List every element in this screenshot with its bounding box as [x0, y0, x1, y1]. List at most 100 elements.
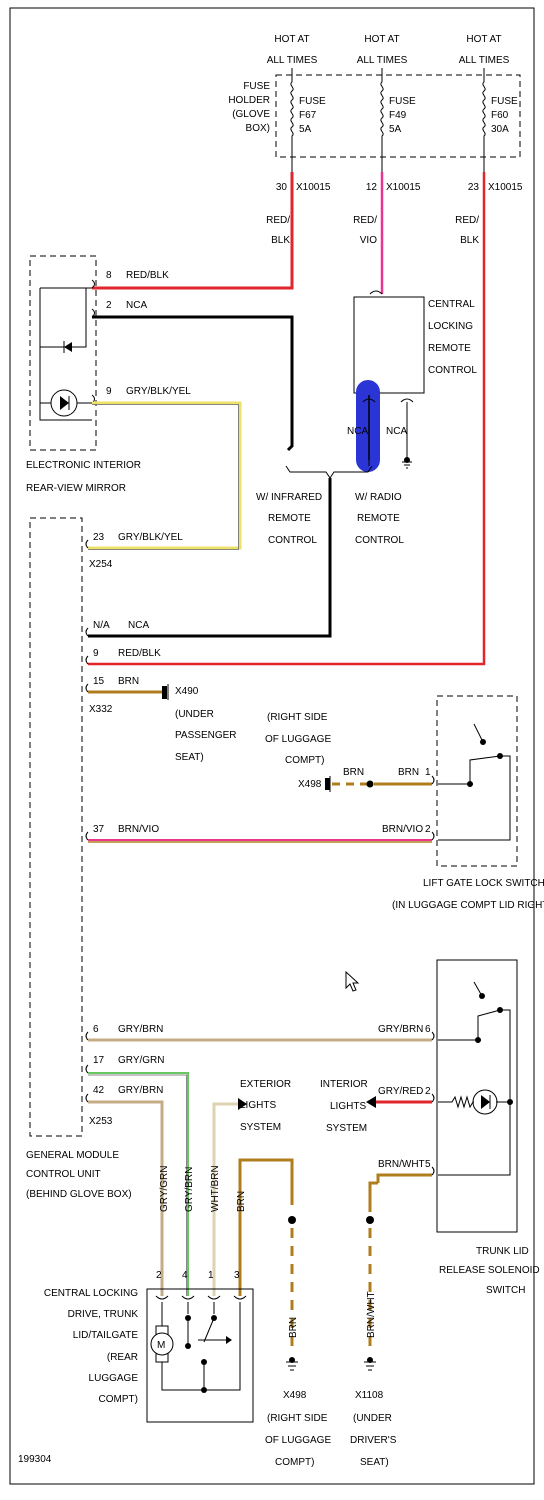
x490-label-3: PASSENGER	[175, 730, 237, 741]
lift-gate-box	[436, 695, 518, 867]
lift-gate-section: (RIGHT SIDE OF LUGGAGE COMPT) X498 BRN B…	[88, 695, 544, 911]
mirror-section: 8 RED/BLK 2 NCA 9 GRY/BLK/YEL ELECTRONIC…	[26, 255, 191, 494]
fuse-f49-hot-2: ALL TIMES	[357, 55, 408, 66]
gm-row-23-wire: GRY/BLK/YEL	[118, 532, 183, 543]
gm-row-9-wire: RED/BLK	[118, 648, 161, 659]
trunk-lid-section: GRY/BRN 6 GRY/RED 2 BRN/WHT 5 TRUNK LID …	[88, 959, 540, 1296]
radio-label-1: W/ RADIO	[355, 492, 402, 503]
vwire-label-gry-grn: GRY/GRN	[159, 1166, 170, 1213]
lift-wire-1-left: BRN	[343, 767, 364, 778]
lock-drive-box	[146, 1288, 254, 1423]
gm-title-2: CONTROL UNIT	[26, 1169, 101, 1180]
mouse-cursor-icon	[345, 970, 360, 992]
lift-pin-2: 2	[425, 824, 431, 835]
mirror-internal-1	[39, 288, 92, 421]
fuse-holder-label-4: BOX)	[246, 123, 270, 134]
ground1-label-3: OF LUGGAGE	[265, 1435, 331, 1446]
x490-ground-icon	[162, 686, 167, 699]
interior-label-3: SYSTEM	[326, 1123, 367, 1134]
mirror-title-1: ELECTRONIC INTERIOR	[26, 460, 141, 471]
trunk-internal	[438, 1009, 511, 1176]
gm-row-17-num: 17	[93, 1055, 105, 1066]
remote-title-1: CENTRAL	[428, 299, 475, 310]
mirror-title-2: REAR-VIEW MIRROR	[26, 483, 126, 494]
gm-row-37-num: 37	[93, 824, 105, 835]
gm-row-15-num: 15	[93, 676, 105, 687]
fuse-f49-wire-1: RED/	[353, 215, 377, 226]
fuse-f49-hot-1: HOT AT	[364, 34, 399, 45]
vwire-label-wht-brn: WHT/BRN	[210, 1165, 221, 1212]
fuse-f67: HOT AT ALL TIMES FUSE F67 5A 30 X10015 R…	[266, 34, 331, 246]
remote-control-section: CENTRAL LOCKING REMOTE CONTROL NCA NCA W…	[256, 290, 477, 546]
lock-pin-3: 3	[234, 1270, 240, 1281]
wire-brn-drive-ground	[238, 1158, 294, 1296]
remote-nca-left-pin	[362, 398, 376, 403]
fuse-f49: HOT AT ALL TIMES FUSE F49 5A 12 X10015 R…	[353, 34, 421, 246]
fuse-f49-label-1: FUSE	[389, 96, 416, 107]
trunk-led-triangle	[481, 1095, 490, 1109]
wire-brn-wht-top	[376, 1173, 432, 1183]
interior-arrow-icon	[366, 1096, 376, 1108]
fuse-holder-label-1: FUSE	[243, 81, 270, 92]
lock-drive-section: 2 4 1 3 M CENTRAL LOCKING DRIVE, TRUNK L…	[44, 1270, 254, 1423]
lock-title-4: (REAR	[107, 1352, 138, 1363]
luggage-note-3: COMPT)	[285, 755, 324, 766]
lock-drive-arrow-icon	[226, 1336, 232, 1344]
gm-row-17-wire: GRY/GRN	[118, 1055, 165, 1066]
ground2-label-4: SEAT)	[360, 1457, 389, 1468]
resistor-icon	[438, 1095, 474, 1109]
fuse-f49-label-2: F49	[389, 110, 407, 121]
trunk-led-icon	[472, 1089, 498, 1115]
gm-row-42-wire: GRY/BRN	[118, 1085, 163, 1096]
fuse-holder-section: FUSE HOLDER (GLOVE BOX) HOT AT ALL TIMES…	[228, 34, 523, 246]
wire-wht-brn	[212, 1102, 238, 1296]
radio-label-3: CONTROL	[355, 535, 404, 546]
fuse-f60-hot-2: ALL TIMES	[459, 55, 510, 66]
lock-title-1: CENTRAL LOCKING	[44, 1288, 138, 1299]
trunk-title-2: RELEASE SOLENOID	[439, 1265, 540, 1276]
trunk-pin-hooks	[431, 1031, 435, 1176]
ground2-label-2: (UNDER	[353, 1413, 392, 1424]
fuse-f49-wire-2: VIO	[360, 235, 377, 246]
lock-title-3: LID/TAILGATE	[73, 1330, 139, 1341]
ground-x1108: X1108 (UNDER DRIVER'S SEAT)	[350, 1357, 397, 1468]
trunk-wire-6: GRY/BRN	[378, 1024, 423, 1035]
trunk-wire-2: GRY/RED	[378, 1086, 423, 1097]
ground2-icon	[364, 1361, 376, 1371]
trunk-switch-blade	[477, 1009, 501, 1040]
remote-nca-right-pin	[400, 398, 414, 403]
trunk-title-1: TRUNK LID	[476, 1246, 529, 1257]
wire-brn-wht-link	[368, 1181, 378, 1212]
gm-row-na-wire: NCA	[128, 620, 149, 631]
fuse-f67-label-1: FUSE	[299, 96, 326, 107]
interior-label-2: LIGHTS	[330, 1101, 366, 1112]
remote-nca-left: NCA	[347, 426, 368, 437]
gm-pin-hooks	[85, 539, 89, 1103]
ground1-splice-dot	[288, 1216, 296, 1224]
remote-title-2: LOCKING	[428, 321, 473, 332]
x498-inline-ground-icon	[325, 778, 330, 790]
ground2-wire-label: BRN/WHT	[366, 1291, 377, 1338]
fuse-f60-wire-2: BLK	[460, 235, 479, 246]
remote-pin-top	[369, 290, 383, 295]
fuse-f49-symbol	[380, 68, 384, 172]
ground1-label-4: COMPT)	[275, 1457, 314, 1468]
remote-nca-right: NCA	[386, 426, 407, 437]
fuse-f67-wire-2: BLK	[271, 235, 290, 246]
general-module-section: 23 GRY/BLK/YEL X254 N/A NCA 9 RED/BLK 15…	[26, 517, 183, 1200]
remote-title-3: REMOTE	[428, 343, 471, 354]
gm-row-6-num: 6	[93, 1024, 99, 1035]
fuse-f67-label-2: F67	[299, 110, 317, 121]
exterior-label-3: SYSTEM	[240, 1122, 281, 1133]
fuse-f67-hot-2: ALL TIMES	[267, 55, 318, 66]
mirror-pin-8-num: 8	[106, 270, 112, 281]
ground1-label-1: X498	[283, 1390, 307, 1401]
splice-dot	[366, 780, 374, 788]
wire-red-blk-mirror	[92, 172, 294, 290]
lift-switch-arm	[473, 723, 484, 743]
fuse-f60: HOT AT ALL TIMES FUSE F60 30A 23 X10015 …	[455, 34, 523, 246]
lift-wire-1: BRN	[398, 767, 419, 778]
motor-icon	[150, 1332, 174, 1356]
ground2-label-1: X1108	[355, 1390, 384, 1401]
